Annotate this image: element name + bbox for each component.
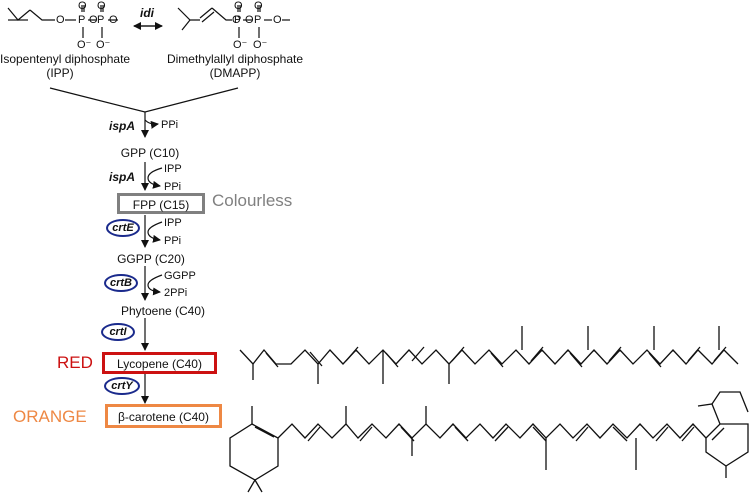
atom-p: P (78, 14, 86, 26)
lycopene-label: Lycopene (C40) (117, 357, 202, 371)
crti-enzyme-label: crtI (109, 326, 127, 338)
atom-p: P (234, 14, 242, 26)
orange-label: ORANGE (13, 407, 87, 426)
ipp-structure (7, 5, 118, 38)
atom-o-minus: O⁻ (77, 39, 92, 51)
colourless-label: Colourless (212, 191, 293, 210)
crte-enzyme-label: crtE (112, 222, 134, 234)
ppi-label: PPi (164, 235, 182, 247)
atom-o: O (97, 0, 106, 12)
fpp-label: FPP (C15) (132, 198, 190, 212)
ispa-enzyme-label: ispA (109, 170, 136, 184)
red-label: RED (57, 353, 93, 372)
crte-enzyme-oval: crtE (106, 219, 140, 237)
crty-enzyme-oval: crtY (104, 377, 140, 395)
atom-o: O (245, 14, 254, 26)
ispa-enzyme-label: ispA (109, 119, 136, 133)
ipp-abbr: (IPP) (46, 66, 74, 80)
ipp-input-label: IPP (164, 163, 182, 175)
idi-enzyme-label: idi (140, 6, 154, 20)
atom-o-minus: O⁻ (253, 39, 268, 51)
ppi-label: 2PPi (164, 287, 188, 299)
atom-p: P (97, 14, 105, 26)
atom-o: O (232, 14, 241, 26)
atom-o: O (109, 14, 118, 26)
atom-o-minus: O⁻ (96, 39, 111, 51)
atom-o: O (234, 0, 243, 12)
ppi-label: PPi (164, 181, 182, 193)
beta-carotene-box: β-carotene (C40) (105, 404, 222, 428)
ipp-input-label: IPP (164, 217, 182, 229)
ipp-name: Isopentenyl diphosphate (0, 52, 131, 66)
atom-o: O (78, 0, 87, 12)
atom-o: O (56, 14, 65, 26)
beta-carotene-structure (229, 391, 749, 493)
crti-enzyme-oval: crtI (101, 323, 135, 341)
ppi-label: PPi (161, 119, 179, 131)
dmapp-abbr: (DMAPP) (209, 66, 261, 80)
dmapp-name: Dimethylallyl diphosphate (166, 52, 304, 66)
ggpp-label: GGPP (C20) (117, 252, 185, 266)
ggpp-input-label: GGPP (164, 270, 196, 282)
crtb-enzyme-label: crtB (109, 277, 132, 289)
lycopene-box: Lycopene (C40) (102, 352, 217, 374)
beta-carotene-label: β-carotene (C40) (118, 410, 209, 424)
fpp-box: FPP (C15) (117, 193, 205, 214)
crtb-enzyme-oval: crtB (104, 274, 138, 292)
phytoene-label: Phytoene (C40) (120, 304, 206, 318)
lycopene-structure (239, 326, 739, 384)
atom-o: O (254, 0, 263, 12)
atom-o: O (273, 14, 282, 26)
atom-o-minus: O⁻ (233, 39, 248, 51)
atom-p: P (254, 14, 262, 26)
dmapp-structure (177, 5, 290, 38)
gpp-label: GPP (C10) (120, 146, 180, 160)
crty-enzyme-label: crtY (111, 380, 133, 392)
atom-o: O (89, 14, 98, 26)
